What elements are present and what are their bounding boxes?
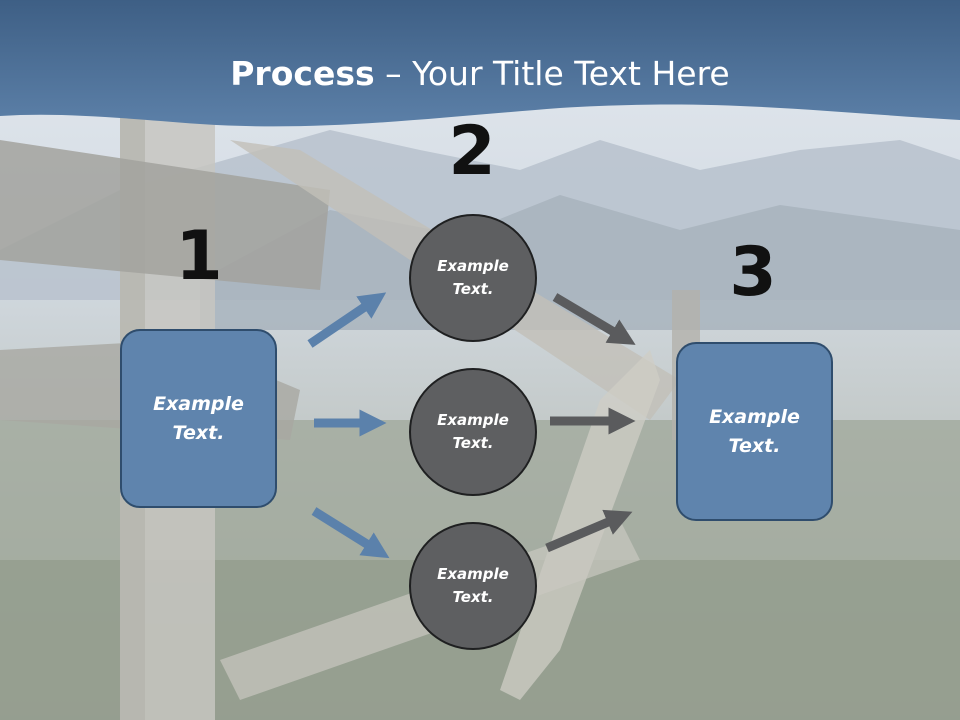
process-circle-bottom: Example Text.: [409, 522, 537, 650]
arrow-top-to-right: [552, 293, 636, 345]
step-number-3: 3: [729, 233, 777, 312]
circle-middle-text: Example Text.: [437, 411, 509, 452]
arrow-left-to-bottom: [311, 507, 390, 559]
title-rest: – Your Title Text Here: [374, 54, 730, 93]
step-number-2: 2: [448, 112, 496, 191]
right-process-box: Example Text.: [676, 342, 833, 521]
title-bold: Process: [230, 54, 375, 93]
circle-bottom-text: Example Text.: [437, 565, 509, 606]
step-number-1: 1: [175, 217, 223, 296]
left-box-text: Example Text.: [153, 392, 244, 444]
circle-top-text: Example Text.: [437, 257, 509, 298]
process-circle-top: Example Text.: [409, 214, 537, 342]
process-circle-middle: Example Text.: [409, 368, 537, 496]
page-title: Process – Your Title Text Here: [0, 52, 960, 96]
arrow-bottom-to-right: [545, 509, 633, 553]
right-box-text: Example Text.: [709, 405, 800, 457]
left-process-box: Example Text.: [120, 329, 277, 508]
arrow-left-to-top: [307, 292, 387, 348]
title-banner: [0, 0, 960, 127]
